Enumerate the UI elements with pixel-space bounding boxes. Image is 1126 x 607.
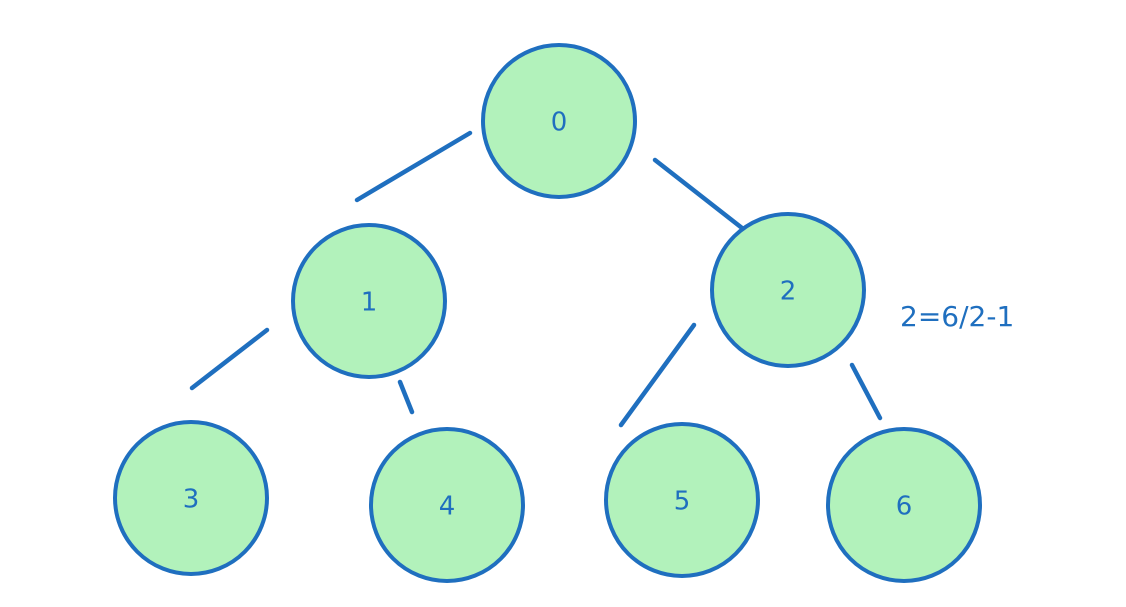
node-2-label: 2 bbox=[780, 277, 797, 307]
edge-2-5 bbox=[618, 322, 697, 428]
edge-0-2 bbox=[652, 157, 745, 231]
node-5-circle bbox=[604, 422, 760, 578]
nodes: 0 1 2 3 4 5 6 bbox=[113, 43, 982, 583]
formula-annotation: 2=6/2-1 bbox=[900, 300, 1014, 333]
edge-1-4 bbox=[397, 379, 415, 415]
node-3-label: 3 bbox=[183, 485, 200, 515]
node-5: 5 bbox=[604, 422, 760, 578]
node-3-circle bbox=[113, 420, 269, 576]
node-6-circle bbox=[826, 427, 982, 583]
node-0-circle bbox=[481, 43, 637, 199]
node-0-label: 0 bbox=[551, 108, 568, 138]
edge-1-3 bbox=[189, 327, 270, 391]
node-4: 4 bbox=[369, 427, 525, 583]
node-6: 6 bbox=[826, 427, 982, 583]
node-0: 0 bbox=[481, 43, 637, 199]
node-2-circle bbox=[710, 212, 866, 368]
node-5-label: 5 bbox=[674, 487, 691, 517]
edge-2-6 bbox=[849, 362, 883, 421]
node-6-label: 6 bbox=[896, 492, 913, 522]
node-2: 2 bbox=[710, 212, 866, 368]
node-1: 1 bbox=[291, 223, 447, 379]
edges bbox=[189, 130, 883, 428]
node-1-label: 1 bbox=[361, 288, 378, 318]
node-3: 3 bbox=[113, 420, 269, 576]
node-4-label: 4 bbox=[439, 492, 456, 522]
node-4-circle bbox=[369, 427, 525, 583]
node-1-circle bbox=[291, 223, 447, 379]
edge-0-1 bbox=[354, 130, 473, 203]
